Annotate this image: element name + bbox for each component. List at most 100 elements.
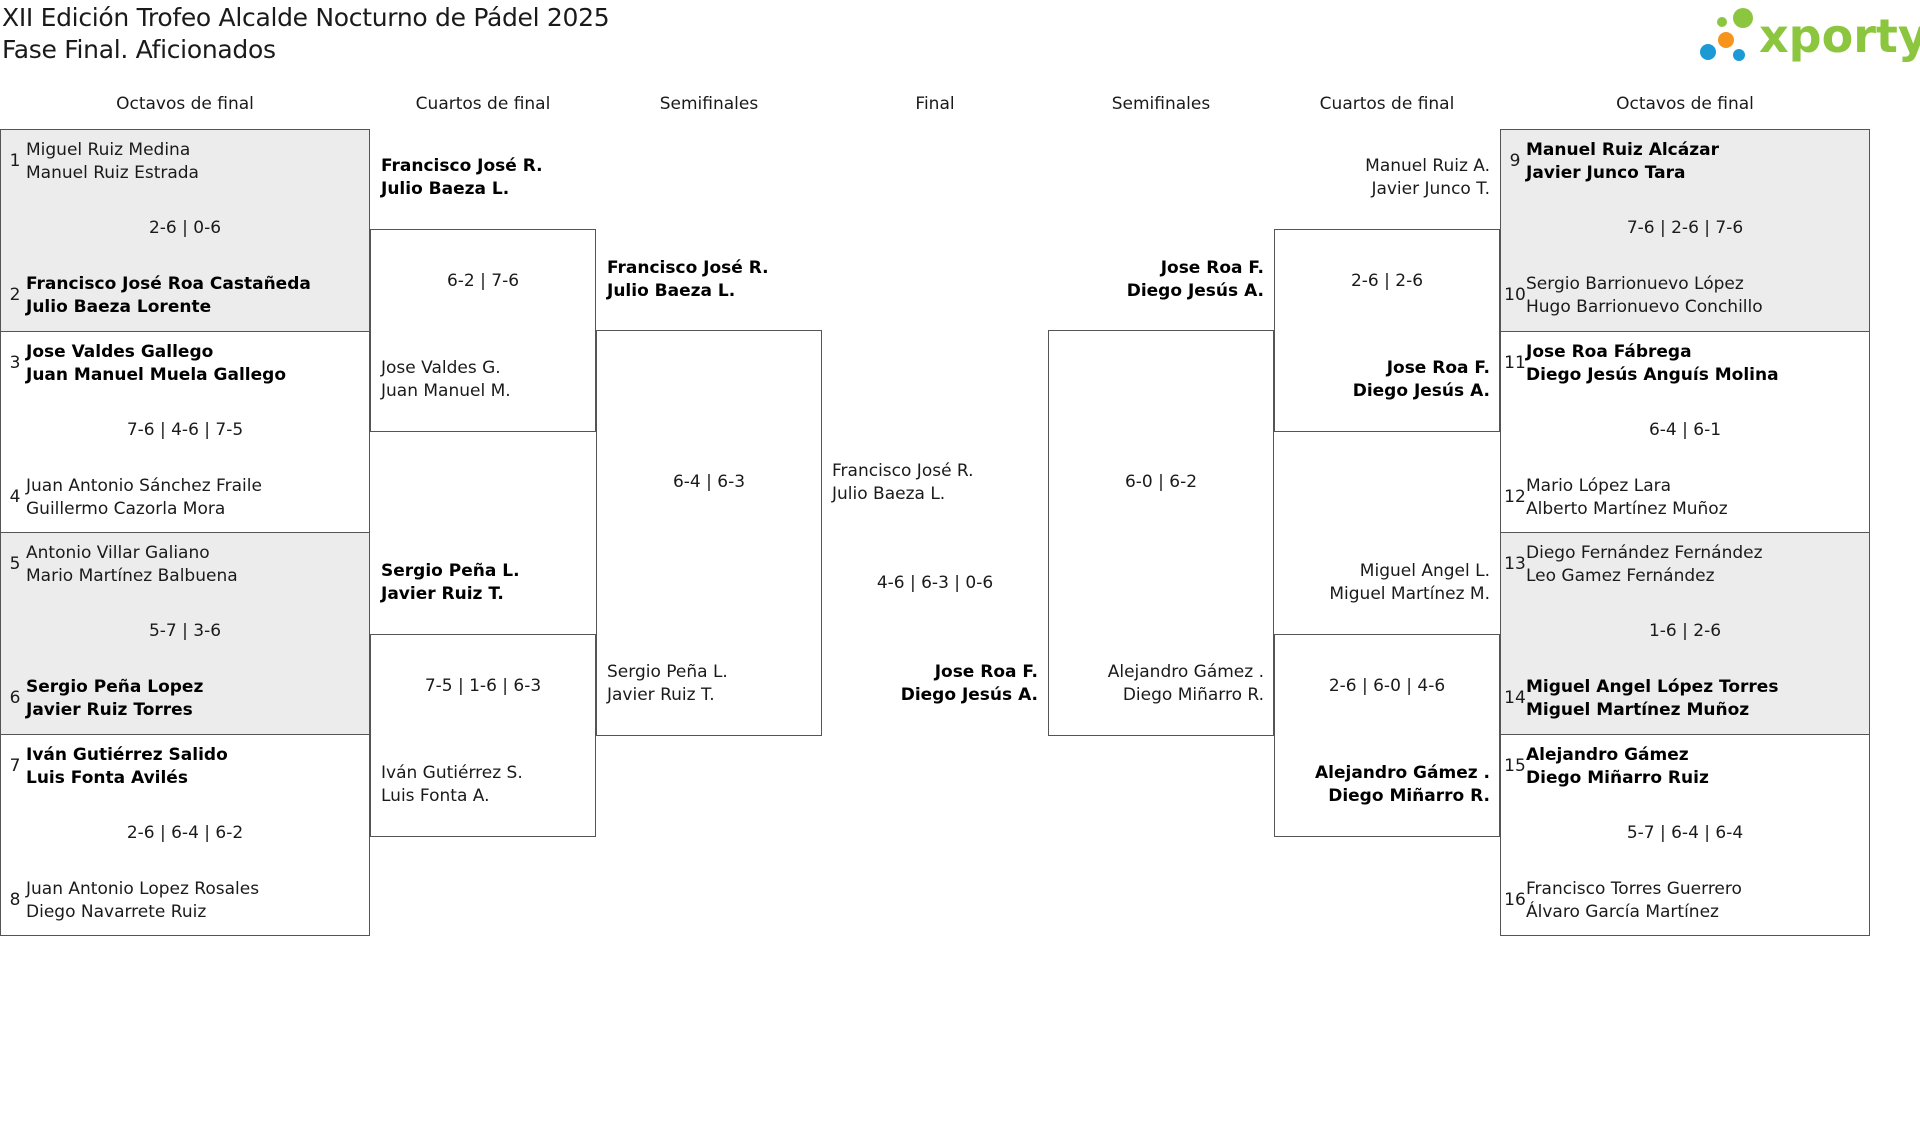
r16-match-box — [0, 532, 370, 735]
logo-wordmark: xporty — [1759, 9, 1920, 63]
match-score: 6-0 | 6-2 — [1124, 472, 1198, 492]
team-a-player-1: Jose Roa F. — [1160, 258, 1264, 278]
team-b-player-2: Guillermo Cazorla Mora — [26, 498, 226, 519]
round-header-right-r16: Octavos de final — [1616, 94, 1754, 114]
team-b-player-1: Sergio Barrionuevo López — [1526, 274, 1744, 294]
final-team-b-player-2: Diego Jesús A. — [900, 685, 1038, 705]
seed-number: 10 — [1504, 285, 1526, 305]
page-subtitle: Fase Final. Aficionados — [2, 35, 276, 64]
team-b-player-2: Alberto Martínez Muñoz — [1526, 498, 1728, 519]
team-b-player-2: Hugo Barrionuevo Conchillo — [1526, 297, 1763, 317]
page-title: XII Edición Trofeo Alcalde Nocturno de P… — [2, 3, 610, 32]
team-a-player-1: Francisco José R. — [607, 258, 769, 278]
sf-match-box — [1048, 330, 1274, 736]
team-a-player-2: Diego Jesús A. — [1126, 281, 1264, 301]
match-score: 2-6 | 6-0 | 4-6 — [1328, 676, 1446, 696]
team-a-player-2: Miguel Martínez M. — [1329, 584, 1490, 604]
team-a-player-2: Diego Miñarro Ruiz — [1526, 767, 1709, 788]
team-b-player-2: Diego Navarrete Ruiz — [26, 901, 207, 922]
seed-number: 13 — [1504, 554, 1526, 574]
team-b-player-2: Diego Jesús A. — [1352, 381, 1490, 401]
team-a-player-1: Miguel Angel L. — [1359, 561, 1490, 581]
team-a-player-2: Javier Junco Tara — [1526, 163, 1686, 183]
team-b-player-2: Miguel Martínez Muñoz — [1526, 700, 1750, 720]
team-b-player-1: Francisco José Roa Castañeda — [26, 274, 311, 294]
team-a-player-2: Javier Ruiz T. — [381, 584, 504, 604]
final-team-b-player-1: Jose Roa F. — [934, 662, 1038, 682]
team-a-player-1: Alejandro Gámez — [1526, 744, 1689, 765]
team-a-player-1: Diego Fernández Fernández — [1526, 543, 1763, 563]
team-a-player-1: Miguel Ruiz Medina — [26, 140, 191, 160]
team-b-player-1: Juan Antonio Lopez Rosales — [26, 878, 260, 899]
match-score: 6-4 | 6-1 — [1648, 419, 1722, 440]
round-header-left-qf: Cuartos de final — [415, 94, 551, 114]
team-a-player-2: Luis Fonta Avilés — [26, 767, 188, 788]
seed-number: 16 — [1504, 889, 1526, 910]
team-a-player-2: Javier Junco T. — [1371, 179, 1490, 199]
team-b-player-1: Mario López Lara — [1526, 475, 1672, 496]
match-score: 2-6 | 6-4 | 6-2 — [126, 822, 244, 843]
team-b-player-2: Diego Miñarro R. — [1122, 685, 1264, 705]
round-header-left-sf: Semifinales — [659, 94, 759, 114]
seed-number: 2 — [9, 285, 21, 305]
team-a-player-2: Leo Gamez Fernández — [1526, 566, 1715, 586]
team-b-player-1: Jose Valdes G. — [381, 358, 501, 378]
seed-number: 12 — [1504, 486, 1526, 507]
team-a-player-2: Julio Baeza L. — [381, 179, 510, 199]
qf-match-box — [370, 634, 596, 837]
team-b-player-2: Juan Manuel M. — [381, 381, 511, 401]
team-b-player-2: Álvaro García Martínez — [1526, 901, 1719, 922]
qf-match-box — [1274, 229, 1500, 432]
team-a-player-1: Francisco José R. — [381, 156, 543, 176]
seed-number: 8 — [9, 889, 21, 910]
team-b-player-1: Francisco Torres Guerrero — [1526, 878, 1742, 899]
sf-match-box — [596, 330, 822, 736]
seed-number: 11 — [1504, 352, 1526, 373]
r16-match-box — [1500, 532, 1870, 735]
team-b-player-2: Javier Ruiz T. — [607, 685, 715, 705]
team-b-player-1: Alejandro Gámez . — [1107, 662, 1264, 682]
r16-match-box — [0, 733, 370, 936]
team-b-player-2: Javier Ruiz Torres — [26, 700, 193, 720]
round-header-right-qf: Cuartos de final — [1319, 94, 1455, 114]
seed-number: 15 — [1504, 755, 1526, 776]
team-a-player-1: Manuel Ruiz Alcázar — [1526, 140, 1719, 160]
team-b-player-2: Luis Fonta A. — [381, 786, 490, 806]
team-b-player-2: Julio Baeza Lorente — [26, 297, 212, 317]
seed-number: 5 — [9, 554, 21, 574]
team-a-player-1: Manuel Ruiz A. — [1365, 156, 1490, 176]
team-b-player-1: Alejandro Gámez . — [1314, 763, 1490, 783]
final-team-a-player-2: Julio Baeza L. — [832, 484, 946, 504]
match-score: 5-7 | 6-4 | 6-4 — [1626, 822, 1744, 843]
team-a-player-2: Mario Martínez Balbuena — [26, 566, 238, 586]
r16-match-box — [0, 129, 370, 332]
team-a-player-2: Diego Jesús Anguís Molina — [1526, 364, 1779, 385]
final-score: 4-6 | 6-3 | 0-6 — [876, 573, 994, 593]
team-b-player-1: Sergio Peña Lopez — [26, 677, 204, 697]
team-a-player-1: Sergio Peña L. — [381, 561, 520, 581]
seed-number: 6 — [9, 688, 21, 708]
seed-number: 1 — [9, 151, 21, 171]
team-b-player-1: Jose Roa F. — [1386, 358, 1490, 378]
seed-number: 9 — [1509, 151, 1521, 171]
team-b-player-1: Juan Antonio Sánchez Fraile — [26, 475, 262, 496]
round-header-left-r16: Octavos de final — [116, 94, 254, 114]
seed-number: 7 — [9, 755, 21, 776]
team-b-player-1: Iván Gutiérrez S. — [381, 763, 523, 783]
match-score: 6-4 | 6-3 — [672, 472, 746, 492]
match-score: 5-7 | 3-6 — [148, 621, 222, 641]
match-score: 7-6 | 4-6 | 7-5 — [126, 419, 244, 440]
match-score: 1-6 | 2-6 — [1648, 621, 1722, 641]
match-score: 2-6 | 0-6 — [148, 218, 222, 238]
r16-match-box — [1500, 733, 1870, 936]
team-a-player-1: Jose Roa Fábrega — [1526, 341, 1692, 362]
team-a-player-1: Jose Valdes Gallego — [26, 341, 214, 362]
round-header-final: Final — [915, 94, 955, 114]
seed-number: 4 — [9, 486, 21, 507]
seed-number: 3 — [9, 352, 21, 373]
team-a-player-2: Juan Manuel Muela Gallego — [26, 364, 287, 385]
match-score: 7-6 | 2-6 | 7-6 — [1626, 218, 1744, 238]
match-score: 7-5 | 1-6 | 6-3 — [424, 676, 542, 696]
team-a-player-2: Julio Baeza L. — [607, 281, 736, 301]
team-a-player-1: Antonio Villar Galiano — [26, 543, 210, 563]
